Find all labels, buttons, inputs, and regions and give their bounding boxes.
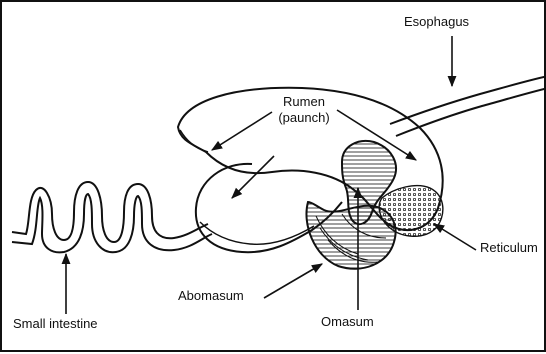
label-reticulum: Reticulum (480, 240, 538, 255)
label-omasum: Omasum (321, 314, 374, 329)
label-abomasum: Abomasum (178, 288, 244, 303)
esophagus-tube (390, 76, 546, 124)
arrow-abomasum (264, 264, 322, 298)
arrow-reticulum (434, 224, 476, 250)
label-small-intestine: Small intestine (13, 316, 98, 331)
label-paunch: (paunch) (268, 110, 340, 125)
abomasum-lower (200, 222, 314, 244)
label-esophagus: Esophagus (404, 14, 469, 29)
label-rumen: Rumen (273, 94, 335, 109)
